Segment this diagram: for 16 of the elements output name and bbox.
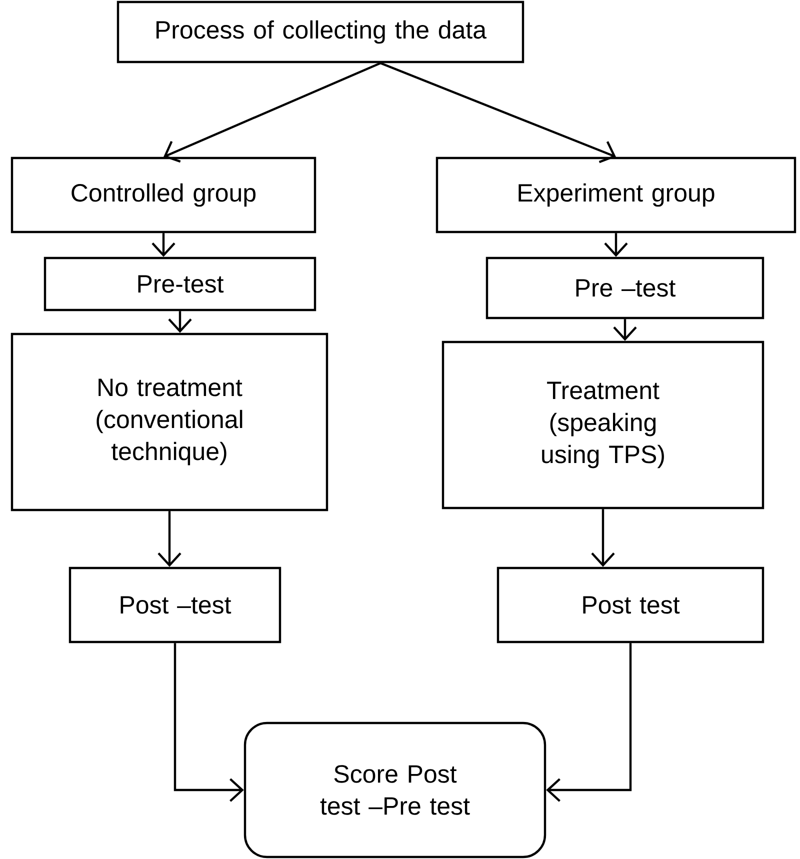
- process-box: Treatment (speaking using TPS): [442, 340, 764, 510]
- arrow: [164, 62, 381, 163]
- process-box: No treatment (conventional technique): [10, 332, 328, 512]
- arrow: [591, 509, 615, 567]
- arrow: [158, 511, 182, 567]
- process-box: Process of collecting the data: [116, 0, 524, 64]
- process-box: Pre –test: [486, 256, 764, 320]
- process-box: Pre-test: [44, 256, 316, 312]
- arrow: [546, 643, 632, 802]
- process-box: Experiment group: [436, 156, 796, 234]
- process-box: Controlled group: [10, 156, 316, 234]
- result-box: Score Post test –Pre test: [244, 722, 546, 858]
- arrow: [174, 643, 244, 802]
- process-box: Post –test: [68, 566, 282, 644]
- process-box: Post test: [496, 566, 764, 644]
- arrow: [380, 62, 616, 164]
